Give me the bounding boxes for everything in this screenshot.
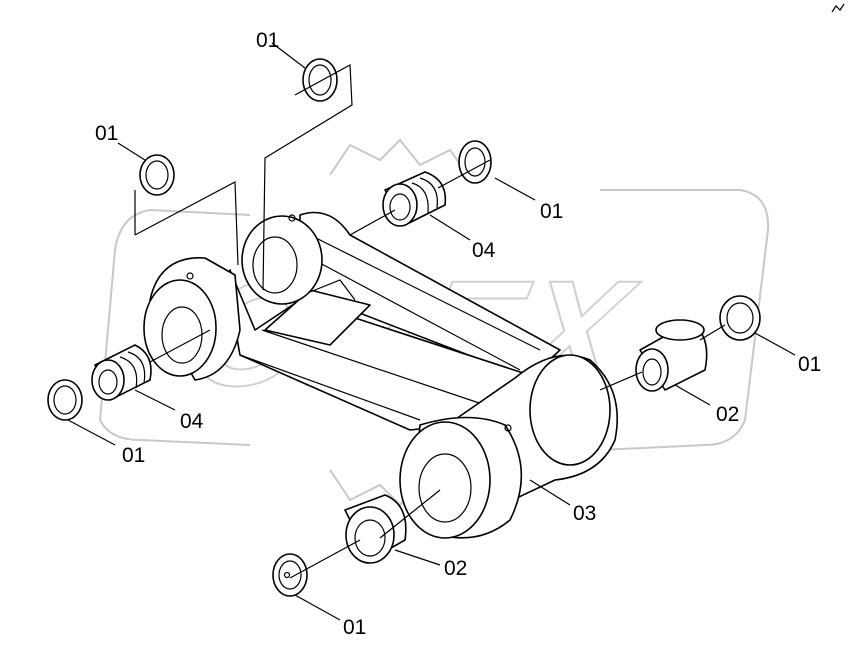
corner-mark [831, 3, 845, 13]
callouts: 01 01 01 04 01 04 01 02 03 02 01 [95, 29, 821, 639]
washer-01-top [302, 58, 338, 102]
washer-01-right [719, 295, 761, 341]
bushing-04-left [91, 344, 152, 401]
callout-02-bottom: 02 [444, 557, 467, 580]
washer-01-left [47, 379, 83, 421]
link-arm-body [143, 211, 618, 539]
callout-leaders [67, 42, 796, 621]
assembly-lines [134, 64, 726, 579]
callout-01-left: 01 [122, 444, 145, 467]
bushing-04-top [382, 171, 447, 227]
bushing-02-right [635, 319, 708, 392]
callout-04-left: 04 [180, 410, 204, 433]
callout-01-right: 01 [798, 353, 821, 376]
callout-01-bottom: 01 [343, 616, 366, 639]
callout-03: 03 [573, 502, 596, 525]
bushing-02-bottom [344, 494, 407, 564]
callout-01-upper-right: 01 [540, 200, 563, 223]
callout-01-top: 01 [256, 29, 279, 52]
washer-01-bottom [272, 553, 308, 597]
callout-01-upper-left: 01 [95, 122, 118, 145]
callout-04-top: 04 [472, 239, 496, 262]
callout-02-right: 02 [716, 403, 739, 426]
washer-01-upper-left [139, 154, 175, 196]
